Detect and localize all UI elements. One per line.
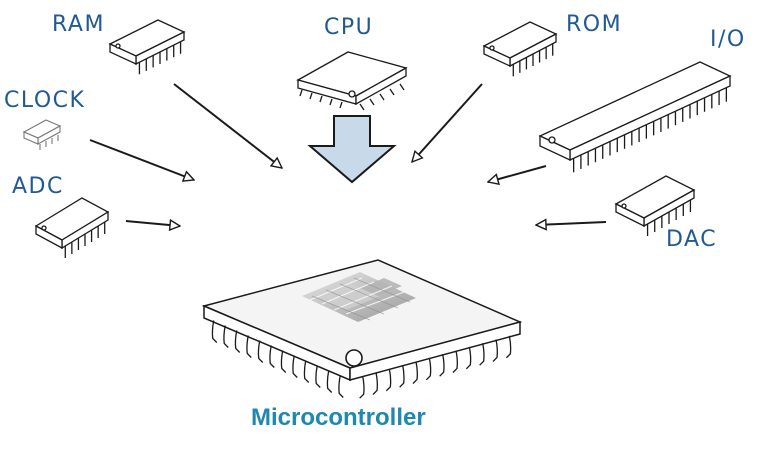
mcu-pin <box>385 368 392 392</box>
cpu-down-arrow-icon <box>307 115 397 184</box>
ram-pins <box>138 41 182 75</box>
mcu-pin <box>452 350 458 373</box>
mcu-pin <box>465 346 472 370</box>
mcu-pin <box>338 375 344 398</box>
label-adc: ADC <box>12 174 64 199</box>
mcu-pin <box>234 330 241 353</box>
mcu-pins-left <box>211 320 344 398</box>
mcu-pin <box>280 350 287 373</box>
dac-pins <box>646 200 692 236</box>
mcu-pin <box>246 335 252 358</box>
mcu-pin <box>399 365 405 388</box>
label-ram: RAM <box>52 12 105 37</box>
mcu-pin <box>439 354 445 377</box>
rom-chip-icon <box>482 21 558 77</box>
mcu-pin <box>223 325 229 348</box>
mcu-pin <box>315 365 321 388</box>
mcu-pin <box>303 360 310 383</box>
arrow-rom-to-mcu <box>412 83 483 162</box>
mcu-pin <box>326 370 333 393</box>
io-pins <box>572 87 728 173</box>
label-io: I/O <box>710 27 746 52</box>
label-dac: DAC <box>666 227 718 252</box>
mcu-pin <box>292 355 298 378</box>
mcu-pin <box>359 376 365 399</box>
mcu-pin <box>505 335 512 359</box>
cpu-chip-icon <box>296 51 408 111</box>
arrow-ram-to-mcu <box>173 83 282 168</box>
mcu-pin <box>257 340 264 363</box>
arrow-adc-to-mcu <box>125 221 180 226</box>
label-cpu: CPU <box>324 15 374 40</box>
mcu-pins-right <box>359 335 512 399</box>
diagram-title: Microcontroller <box>251 404 426 431</box>
mcu-pin <box>211 320 218 343</box>
label-rom: ROM <box>566 12 623 37</box>
dac-chip-icon <box>614 175 696 236</box>
adc-pins <box>64 222 106 258</box>
mcu-pin <box>492 339 498 362</box>
adc-chip-icon <box>34 197 110 258</box>
arrow-clock-to-mcu <box>89 139 194 180</box>
silicon-die-icon <box>302 272 416 322</box>
mcu-pin <box>425 357 432 381</box>
clock-chip-icon <box>22 119 62 150</box>
io-chip-icon <box>538 61 732 173</box>
mcu-pin <box>479 343 485 366</box>
label-clock: CLOCK <box>4 88 86 113</box>
ram-chip-icon <box>108 19 186 75</box>
rom-pins <box>512 43 554 77</box>
mcu-pin <box>372 372 378 395</box>
arrow-dac-to-mcu <box>536 222 607 225</box>
mcu-pin <box>412 361 418 384</box>
mcu-pin <box>269 345 275 368</box>
arrow-io-to-mcu <box>488 165 547 182</box>
microcontroller-chip-icon <box>201 259 523 399</box>
